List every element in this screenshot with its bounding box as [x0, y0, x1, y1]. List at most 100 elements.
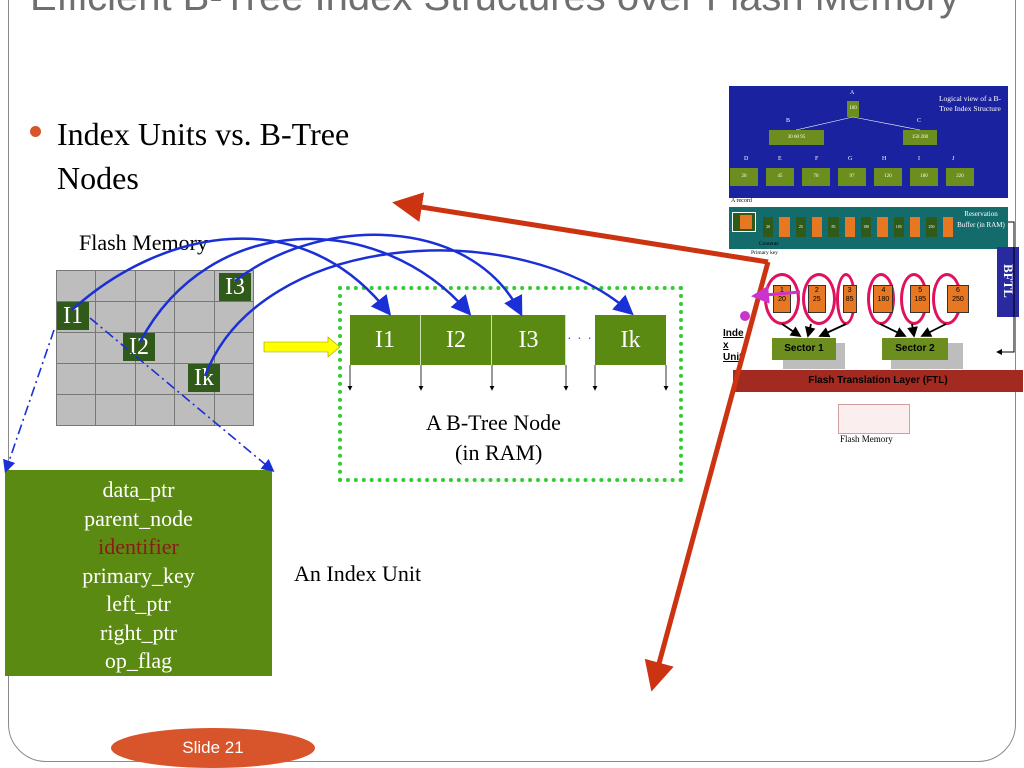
- grid-unit-i1: I1: [57, 302, 89, 330]
- ellipse-outline: [802, 273, 836, 325]
- contents-label: Contents: [759, 241, 779, 247]
- tree-edge: [795, 116, 854, 131]
- index-unit-caption: An Index Unit: [294, 561, 422, 586]
- field-left-ptr: left_ptr: [106, 591, 171, 616]
- buffer-key: 185: [893, 217, 904, 237]
- node-cell-i1: I1: [350, 315, 421, 365]
- tree-leaf: 70: [802, 168, 830, 186]
- arrow-i2: [138, 237, 472, 343]
- buffer-record: [909, 217, 921, 237]
- tree-leaf: 220: [946, 168, 974, 186]
- buffer-record: [877, 217, 888, 237]
- node-cell-i3: I3: [492, 315, 566, 365]
- tree-letter-i: I: [918, 156, 920, 162]
- sector-arrow: [907, 323, 918, 338]
- buffer-key: 85: [828, 217, 839, 237]
- btree-node-container: [338, 286, 683, 482]
- index-unit-box: data_ptr parent_node identifier primary_…: [5, 470, 272, 676]
- dashdot-right: [89, 317, 275, 473]
- field-primary-key: primary_key: [82, 562, 195, 588]
- a-record-label: A record: [731, 198, 752, 204]
- tree-node-c: 150 200: [903, 130, 937, 145]
- tree-letter-c: C: [917, 118, 922, 124]
- field-parent-node: parent_node: [84, 505, 193, 531]
- reservation-buffer-label: Reservation Buffer (in RAM): [957, 210, 1005, 229]
- node-ellipsis: · · ·: [567, 332, 593, 347]
- tree-letter-h: H: [882, 156, 887, 162]
- buffer-record: [844, 217, 855, 237]
- tree-root: 100: [847, 101, 859, 117]
- tree-edge: [852, 116, 921, 131]
- tree-letter-d: D: [744, 156, 749, 162]
- field-data-ptr: data_ptr: [102, 477, 175, 502]
- node-caption-line2: (in RAM): [455, 440, 543, 465]
- tree-leaf: 180: [910, 168, 938, 186]
- red-arrow-left: [392, 192, 769, 265]
- ftl-bar: Flash Translation Layer (FTL): [733, 370, 1023, 392]
- red-arrow-down: [644, 261, 771, 692]
- sector-arrow: [804, 323, 816, 338]
- tree-letter-f: F: [815, 156, 819, 162]
- tree-letter-a: A: [850, 90, 855, 96]
- field-identifier: identifier: [98, 534, 179, 559]
- flash-memory-label: Flash Memory: [79, 230, 208, 255]
- sector-arrow: [920, 323, 947, 337]
- tree-letter-j: J: [952, 156, 955, 162]
- grid-unit-ik: Ik: [188, 364, 220, 392]
- magenta-arrow: [751, 285, 801, 304]
- buffer-key: 250: [926, 217, 937, 237]
- tree-letter-b: B: [786, 118, 791, 124]
- arrow-i1: [71, 237, 392, 316]
- flash-memory-figure-label: Flash Memory: [840, 434, 893, 444]
- bullet-text: Index Units vs. B-Tree Nodes: [57, 116, 350, 196]
- buffer-record: [811, 217, 823, 237]
- node-cell-i2: I2: [421, 315, 492, 365]
- tree-leaf-row: 20 45 70 97 120 180 220: [730, 168, 990, 186]
- sector-arrow: [879, 323, 907, 337]
- yellow-arrow: [263, 336, 341, 358]
- sector1-box: Sector 1: [772, 338, 836, 360]
- tree-letter-g: G: [848, 156, 853, 162]
- node-cell-ik: Ik: [595, 315, 666, 365]
- tree-letter-e: E: [778, 156, 782, 162]
- grid-unit-i2: I2: [123, 333, 155, 361]
- logical-view-label: Logical view of a B-Tree Index Structure: [938, 94, 1002, 113]
- tree-node-b: 30 60 95: [769, 130, 824, 145]
- grid-unit-i3: I3: [219, 273, 251, 301]
- sector-arrow: [781, 323, 802, 337]
- node-caption-line1: A B-Tree Node: [426, 410, 561, 435]
- tree-leaf: 20: [730, 168, 758, 186]
- sector-arrow: [818, 323, 847, 338]
- field-op-flag: op_flag: [104, 648, 173, 673]
- buffer-key: 25: [795, 217, 806, 237]
- tree-leaf: 45: [766, 168, 794, 186]
- arrow-i3: [234, 233, 523, 317]
- arrow-ik: [203, 249, 634, 377]
- record-content: [740, 215, 752, 229]
- index-unit-label: Inde x Unit: [723, 328, 744, 363]
- bftl-bracket: [996, 221, 1015, 355]
- buffer-key: 20: [763, 217, 774, 237]
- dashdot-left: [3, 329, 55, 474]
- flash-chip-icon: [838, 404, 910, 434]
- primary-key-label: Primary key: [751, 250, 779, 256]
- buffer-row: 20 25 85 180 185 250: [763, 217, 953, 237]
- tree-leaf: 120: [874, 168, 902, 186]
- magenta-dot: [740, 311, 750, 321]
- sector2-box: Sector 2: [882, 338, 948, 360]
- slide-number: Slide 21: [111, 728, 315, 768]
- tree-leaf: 97: [838, 168, 866, 186]
- slide-title: Efficient B-Tree Index Structures over F…: [30, 0, 1010, 22]
- buffer-record: [942, 217, 953, 237]
- bullet-marker: [30, 126, 41, 137]
- field-right-ptr: right_ptr: [100, 619, 177, 645]
- buffer-key: 180: [860, 217, 872, 237]
- buffer-record: [779, 217, 790, 237]
